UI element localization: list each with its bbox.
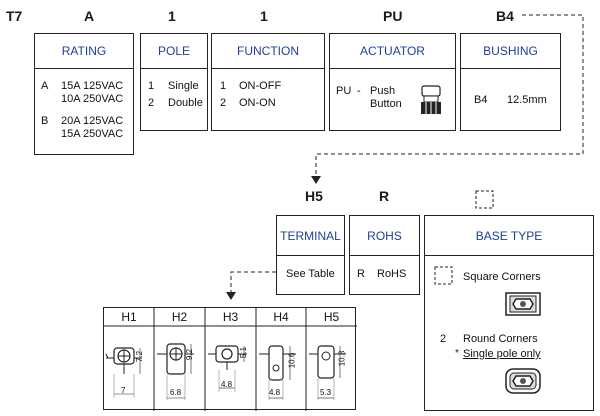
h5-height-dim: 10.3: [337, 350, 347, 367]
bushing-value: 12.5mm: [507, 94, 547, 106]
table-header-h4: H4: [273, 310, 289, 324]
table-header-h1: H1: [121, 310, 137, 324]
bushing-code: B4: [496, 8, 514, 24]
square-corners-code-box: [434, 266, 453, 285]
series-code: T7: [6, 8, 23, 24]
h3-height-dim: 5.1: [239, 346, 249, 359]
pole-title: POLE: [141, 34, 207, 69]
actuator-code: PU: [336, 85, 352, 97]
function-code-1: 1: [220, 80, 227, 92]
function-code-2: 2: [220, 97, 227, 109]
pole-code-1: 1: [148, 80, 155, 92]
bushing-code: B4: [474, 94, 488, 106]
round-base-icon: [505, 368, 541, 394]
pole-code-2: 2: [148, 97, 155, 109]
push-button-icon: [421, 85, 441, 114]
terminal-table: H1 H2 H3 H4 H5 7.2 7: [103, 307, 357, 411]
h3-width-dim: 4.8: [221, 380, 233, 389]
terminal-h4-drawing: 10.6 4.8: [256, 326, 306, 411]
actuator-title: ACTUATOR: [330, 34, 455, 69]
round-corners-label: Round Corners: [463, 333, 538, 345]
pole-box: POLE 1 Single 2 Double: [140, 33, 208, 131]
rating-box: RATING A 15A 125VAC 10A 250VAC B 20A 125…: [34, 33, 134, 155]
rating-code-a: A: [41, 80, 49, 92]
h2-width-dim: 6.8: [170, 388, 182, 397]
rohs-title: ROHS: [350, 216, 419, 256]
h4-height-dim: 10.6: [287, 352, 297, 369]
base-type-box: BASE TYPE Square Corners 2 Round Corners…: [424, 215, 594, 411]
rohs-box: ROHS R RoHS: [349, 215, 420, 295]
terminal-value: See Table: [286, 268, 335, 280]
actuator-code: PU: [383, 8, 403, 24]
rohs-value: RoHS: [377, 268, 407, 280]
single-pole-note: Single pole only: [463, 348, 541, 360]
actuator-line2: Button: [370, 98, 402, 110]
terminal-code: H5: [305, 188, 323, 204]
terminal-h3-drawing: 5.1 4.8: [205, 326, 256, 411]
function-code: 1: [260, 8, 268, 24]
rating-title: RATING: [35, 34, 133, 69]
pole-label-single: Single: [168, 80, 199, 92]
table-header-h5: H5: [323, 310, 340, 324]
rohs-option-code: R: [357, 268, 365, 280]
h2-height-dim: 9.2: [185, 348, 195, 361]
terminal-h5-drawing: 10.3 5.3: [306, 326, 357, 411]
bushing-box: BUSHING B4 12.5mm: [460, 33, 561, 131]
h5-width-dim: 5.3: [320, 388, 332, 397]
rating-b-line2: 15A 250VAC: [61, 128, 124, 140]
rohs-code: R: [379, 188, 390, 204]
terminal-box: TERMINAL See Table: [276, 215, 345, 295]
square-base-icon: [505, 292, 541, 316]
function-label-on-on: ON-ON: [239, 97, 276, 109]
bushing-title: BUSHING: [461, 34, 560, 69]
rating-a-line2: 10A 250VAC: [61, 93, 124, 105]
rating-b-line1: 20A 125VAC: [61, 115, 124, 127]
square-corners-label: Square Corners: [463, 271, 541, 283]
note-asterisk: *: [455, 348, 459, 359]
terminal-h2-drawing: 9.2 6.8: [154, 326, 205, 411]
function-box: FUNCTION 1 ON-OFF 2 ON-ON: [211, 33, 325, 131]
pole-label-double: Double: [168, 97, 203, 109]
h1-width-dim: 7: [121, 386, 126, 395]
rating-code: A: [84, 8, 95, 24]
table-header-h2: H2: [171, 310, 188, 324]
h1-height-dim: 7.2: [135, 350, 145, 363]
actuator-box: ACTUATOR PU - Push Button: [329, 33, 456, 131]
table-header-h3: H3: [222, 310, 239, 324]
terminal-h1-drawing: 7.2 7: [104, 326, 154, 411]
round-corners-code: 2: [440, 333, 447, 345]
actuator-line1: Push: [370, 85, 396, 97]
rating-a-line1: 15A 125VAC: [61, 80, 124, 92]
h4-width-dim: 4.8: [269, 388, 281, 397]
terminal-table-grid: [104, 308, 357, 411]
function-title: FUNCTION: [212, 34, 324, 69]
terminal-title: TERMINAL: [277, 216, 344, 256]
actuator-dash: -: [357, 85, 361, 97]
base-type-title: BASE TYPE: [425, 216, 593, 256]
function-label-on-off: ON-OFF: [239, 80, 282, 92]
pole-code: 1: [168, 8, 176, 24]
rating-code-b: B: [41, 115, 49, 127]
